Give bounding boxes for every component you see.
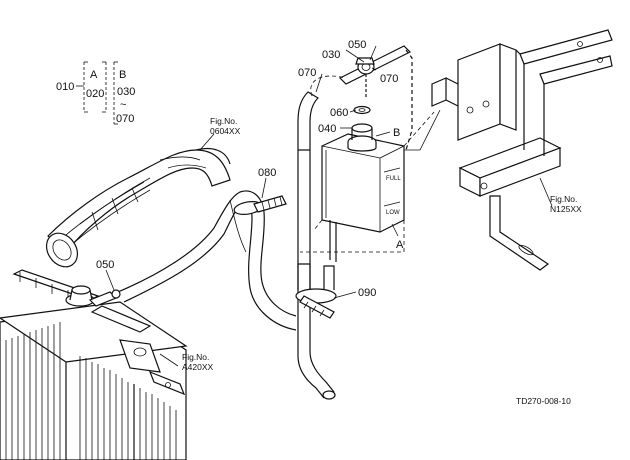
legend-020: 020 — [86, 88, 104, 100]
hose-clamp-080 — [233, 195, 287, 215]
callout-b: B — [393, 127, 400, 139]
callouts: 030 050 070 070 060 040 B A 080 050 090 — [96, 39, 404, 299]
part-legend: 010 A 020 B 030 ~ 070 — [56, 61, 135, 125]
assembly-lines — [300, 75, 441, 253]
legend-070: 070 — [116, 113, 134, 125]
hose-clamp-090 — [295, 263, 337, 319]
reserve-tank: FULL LOW — [321, 105, 405, 262]
air-intake-hose — [45, 147, 231, 268]
callout-030: 030 — [322, 49, 340, 61]
fig-ref-bottom-label: Fig.No. — [182, 352, 209, 362]
callout-070-right: 070 — [380, 73, 398, 85]
callout-080: 080 — [258, 167, 276, 179]
figure-references: Fig.No. 0604XX Fig.No. N125XX Fig.No. A4… — [182, 116, 582, 372]
fig-ref-top-label: Fig.No. — [210, 116, 237, 126]
legend-group-b: B — [119, 69, 126, 81]
legend-approx: ~ — [120, 99, 126, 111]
fig-ref-right-code: N125XX — [550, 204, 582, 214]
radiator — [0, 269, 188, 460]
radiator-fins — [5, 322, 177, 460]
legend-group-a: A — [90, 69, 98, 81]
fig-ref-bottom-code: A420XX — [182, 362, 214, 372]
tank-low-mark: LOW — [386, 210, 400, 216]
overflow-pipe — [297, 91, 336, 400]
legend-030: 030 — [117, 86, 135, 98]
callout-a: A — [396, 239, 404, 251]
fig-ref-right-label: Fig.No. — [550, 194, 577, 204]
callout-060: 060 — [330, 107, 348, 119]
callout-050-top: 050 — [348, 39, 366, 51]
radiator-hose — [117, 190, 297, 331]
fig-ref-top-code: 0604XX — [210, 126, 241, 136]
callout-040: 040 — [318, 123, 336, 135]
legend-010: 010 — [56, 81, 74, 93]
callout-090: 090 — [358, 287, 376, 299]
callout-070-left: 070 — [298, 67, 316, 79]
tank-bracket — [431, 29, 613, 271]
tank-full-mark: FULL — [386, 176, 401, 182]
callout-050-left: 050 — [96, 259, 114, 271]
leader-lines — [105, 45, 553, 367]
drawing-id: TD270-008-10 — [516, 396, 571, 406]
